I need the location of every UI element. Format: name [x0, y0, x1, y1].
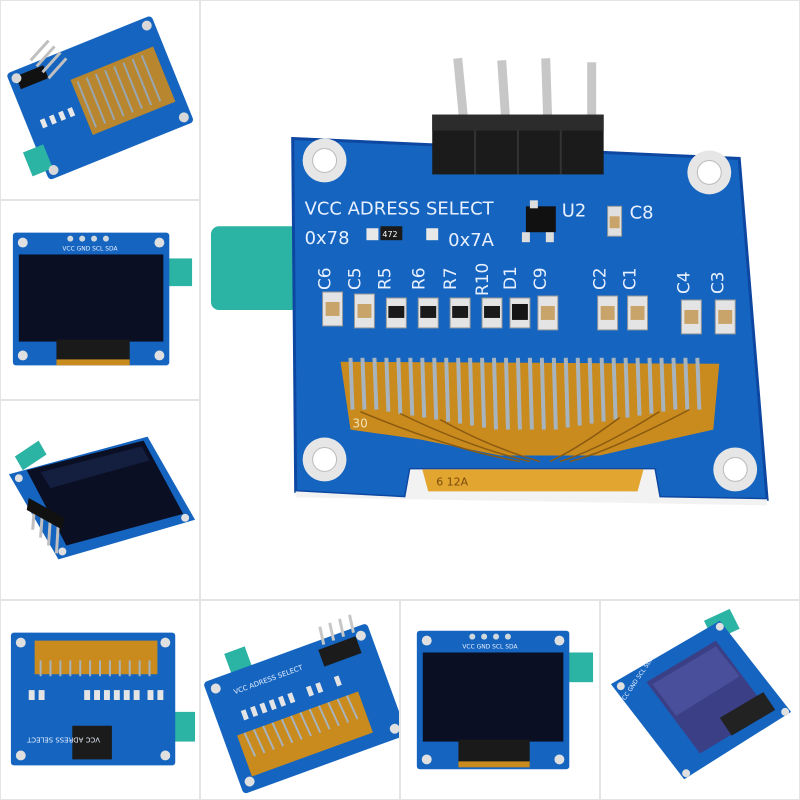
- thumb2-image: VCC GND SCL SDA: [12, 232, 193, 366]
- ribbon-pin-count: 30: [352, 417, 367, 431]
- flex-ribbon: 30 6 12A: [340, 357, 720, 492]
- thumbnail-screen-tilted[interactable]: VCC GND SCL SDA: [600, 600, 800, 800]
- thumbnail-angled-front[interactable]: [0, 0, 200, 200]
- component-labels: C6 C5 R5 R6 R7 R10 D1 C9 C2 C1 C4 C3: [315, 263, 728, 296]
- svg-text:R10: R10: [472, 263, 492, 296]
- thumb4-image: VCC ADRESS SELECT: [10, 632, 196, 766]
- thumb5-image: VCC ADRESS SELECT: [204, 614, 399, 794]
- voltage-regulator: [521, 200, 556, 243]
- protective-tab: [210, 226, 307, 310]
- flex-connector: [719, 692, 776, 736]
- thumbnail-screen-front[interactable]: VCC GND SCL SDA: [0, 200, 200, 400]
- address-0x7a: 0x7A: [448, 230, 494, 251]
- svg-text:C2: C2: [590, 267, 610, 290]
- svg-text:C5: C5: [344, 267, 364, 290]
- svg-text:C6: C6: [315, 267, 335, 290]
- thumbnail-back-rotated[interactable]: VCC ADRESS SELECT: [0, 600, 200, 800]
- address-0x78: 0x78: [305, 228, 350, 249]
- thumbnail-angled-pins[interactable]: VCC ADRESS SELECT: [200, 600, 400, 800]
- flex-ribbon: [34, 640, 158, 675]
- address-select-label: VCC ADRESS SELECT: [305, 198, 495, 219]
- svg-text:472: 472: [382, 230, 397, 239]
- svg-text:C1: C1: [620, 267, 640, 290]
- flex-ribbon: [237, 691, 373, 777]
- main-image: VCC ADRESS SELECT U2 C8 0x78 472 0x7A C6…: [210, 57, 769, 506]
- protective-tab: [565, 652, 594, 683]
- pin-header: [72, 725, 112, 760]
- svg-text:R7: R7: [440, 267, 460, 290]
- svg-text:C3: C3: [707, 271, 727, 294]
- mounting-holes: [302, 138, 758, 492]
- protective-tab: [14, 440, 47, 471]
- oled-screen: [422, 652, 564, 742]
- svg-text:R6: R6: [408, 267, 428, 290]
- thumb1-image: [7, 16, 194, 180]
- c8-label: C8: [630, 202, 654, 223]
- svg-text:D1: D1: [500, 266, 520, 290]
- protective-tab: [22, 144, 53, 177]
- address-resistor: [380, 226, 403, 241]
- u2-label: U2: [562, 200, 587, 221]
- svg-text:VCC ADRESS SELECT: VCC ADRESS SELECT: [26, 736, 100, 744]
- thumbnail-screen-angled[interactable]: [0, 400, 200, 600]
- smd-components: [322, 291, 736, 335]
- svg-text:VCC GND SCL SDA: VCC GND SCL SDA: [462, 644, 518, 651]
- header-pins: [318, 614, 355, 645]
- pcb-board: [204, 624, 399, 794]
- main-product-image[interactable]: VCC ADRESS SELECT U2 C8 0x78 472 0x7A C6…: [200, 0, 800, 600]
- thumb7-image: VCC GND SCL SDA: [610, 608, 792, 780]
- thumb6-image: VCC GND SCL SDA: [416, 630, 594, 770]
- thumbnail-screen-front-2[interactable]: VCC GND SCL SDA: [400, 600, 600, 800]
- svg-text:C4: C4: [673, 271, 693, 294]
- flex-connector: [458, 739, 530, 766]
- pin-label: VCC GND SCL SDA: [62, 246, 118, 253]
- oled-screen: [18, 254, 164, 342]
- svg-text:R5: R5: [374, 267, 394, 290]
- svg-text:C9: C9: [530, 267, 550, 290]
- flex-connector: [56, 339, 130, 364]
- header-pins: [29, 39, 68, 80]
- ribbon-id: 6 12A: [436, 475, 468, 488]
- thumb3-image: [8, 436, 196, 560]
- pin-header: [432, 57, 604, 175]
- pin-header: [15, 65, 49, 90]
- pin-header: [318, 636, 362, 667]
- ribbon-tail: [422, 469, 644, 492]
